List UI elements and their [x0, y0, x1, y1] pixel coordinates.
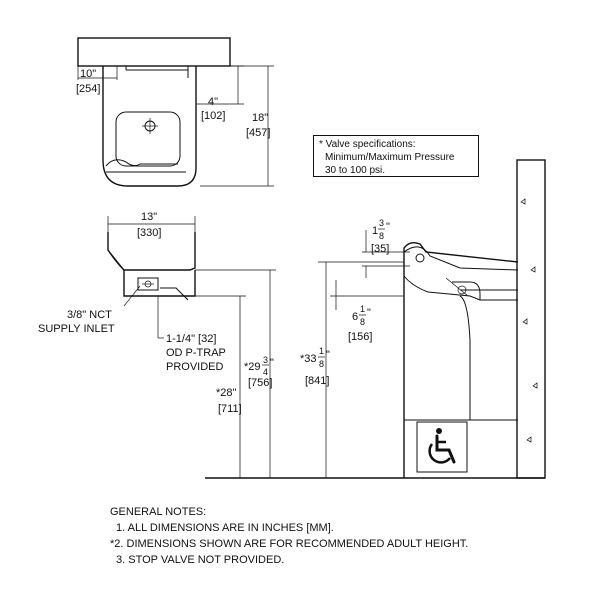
h33-mm: [841] — [305, 375, 329, 387]
height-29-mark: " — [270, 357, 274, 369]
side-view-pedestal — [403, 241, 519, 478]
wall-hatch — [520, 198, 538, 443]
valve-spec-box: * Valve specifications: Minimum/Maximum … — [313, 135, 479, 177]
bubbler-head-icon — [415, 253, 425, 263]
h6-mark: " — [367, 307, 371, 319]
accessibility-sign — [416, 421, 468, 473]
h1-mm: [35] — [371, 243, 389, 255]
supply-inlet-line1: 3/8" NCT — [67, 309, 112, 321]
ptrap-pipe — [452, 281, 518, 300]
height-29-mm: [756] — [248, 377, 272, 389]
accessibility-icon — [428, 428, 456, 464]
height-29-num: 3 — [263, 355, 268, 365]
top-width-mm: [254] — [76, 83, 100, 95]
h6-den: 8 — [360, 317, 365, 327]
top-view-basin — [115, 111, 181, 167]
ptrap-line3: PROVIDED — [166, 361, 224, 373]
h33-num: 1 — [319, 346, 324, 356]
h33-mark: " — [326, 349, 330, 361]
note-1: 1. ALL DIMENSIONS ARE IN INCHES [MM]. — [116, 522, 334, 534]
general-notes: GENERAL NOTES: 1. ALL DIMENSIONS ARE IN … — [110, 504, 468, 568]
h33-whole: *33 — [300, 353, 317, 365]
valve-spec-line1: * Valve specifications: — [319, 139, 416, 150]
top-view: 10" [254] 4" [102] 18" [457] — [76, 37, 274, 187]
notes-heading: GENERAL NOTES: — [110, 506, 207, 518]
h1-whole: 1 — [372, 225, 378, 237]
h6-num: 1 — [360, 304, 365, 314]
h1-den: 8 — [379, 231, 384, 241]
supply-inlet — [137, 277, 159, 291]
valve-spec-line2: Minimum/Maximum Pressure — [325, 152, 455, 163]
ptrap-line1: 1-1/4" [32] — [166, 333, 216, 345]
h1-num: 3 — [379, 218, 384, 228]
top-width-in: 10" — [80, 68, 96, 80]
valve-spec-line3: 30 to 100 psi. — [325, 165, 386, 176]
top-depth-mm: [457] — [246, 127, 270, 139]
height-28-mm: [711] — [218, 403, 242, 415]
top-view-wall — [77, 37, 231, 67]
top-depth-in: 18" — [252, 112, 268, 124]
height-29-den: 4 — [263, 367, 268, 377]
front-width-mm: [330] — [137, 227, 161, 239]
h6-mm: [156] — [348, 331, 372, 343]
front-view: 13" [330] 3/8" NCT SUPPLY INLET 1-1/4" [… — [38, 211, 276, 478]
h1-mark: " — [386, 221, 390, 233]
note-2: *2. DIMENSIONS SHOWN ARE FOR RECOMMENDED… — [110, 538, 469, 550]
h33-den: 8 — [319, 359, 324, 369]
h6-whole: 6 — [352, 311, 358, 323]
side-view: 1 3 8 " [35] *33 1 8 " [841] 6 1 8 " [15… — [300, 159, 546, 479]
side-view-wall — [516, 159, 546, 479]
bubbler-icon — [142, 118, 158, 134]
top-offset-in: 4" — [208, 96, 218, 108]
front-width-in: 13" — [141, 211, 157, 223]
top-view-bowl — [102, 66, 197, 187]
height-29-whole: *29 — [244, 361, 261, 373]
height-28-in: *28" — [216, 387, 237, 399]
ptrap-line2: OD P-TRAP — [166, 347, 226, 359]
note-3: 3. STOP VALVE NOT PROVIDED. — [116, 554, 285, 566]
supply-inlet-line2: SUPPLY INLET — [38, 323, 115, 335]
top-offset-mm: [102] — [201, 110, 225, 122]
